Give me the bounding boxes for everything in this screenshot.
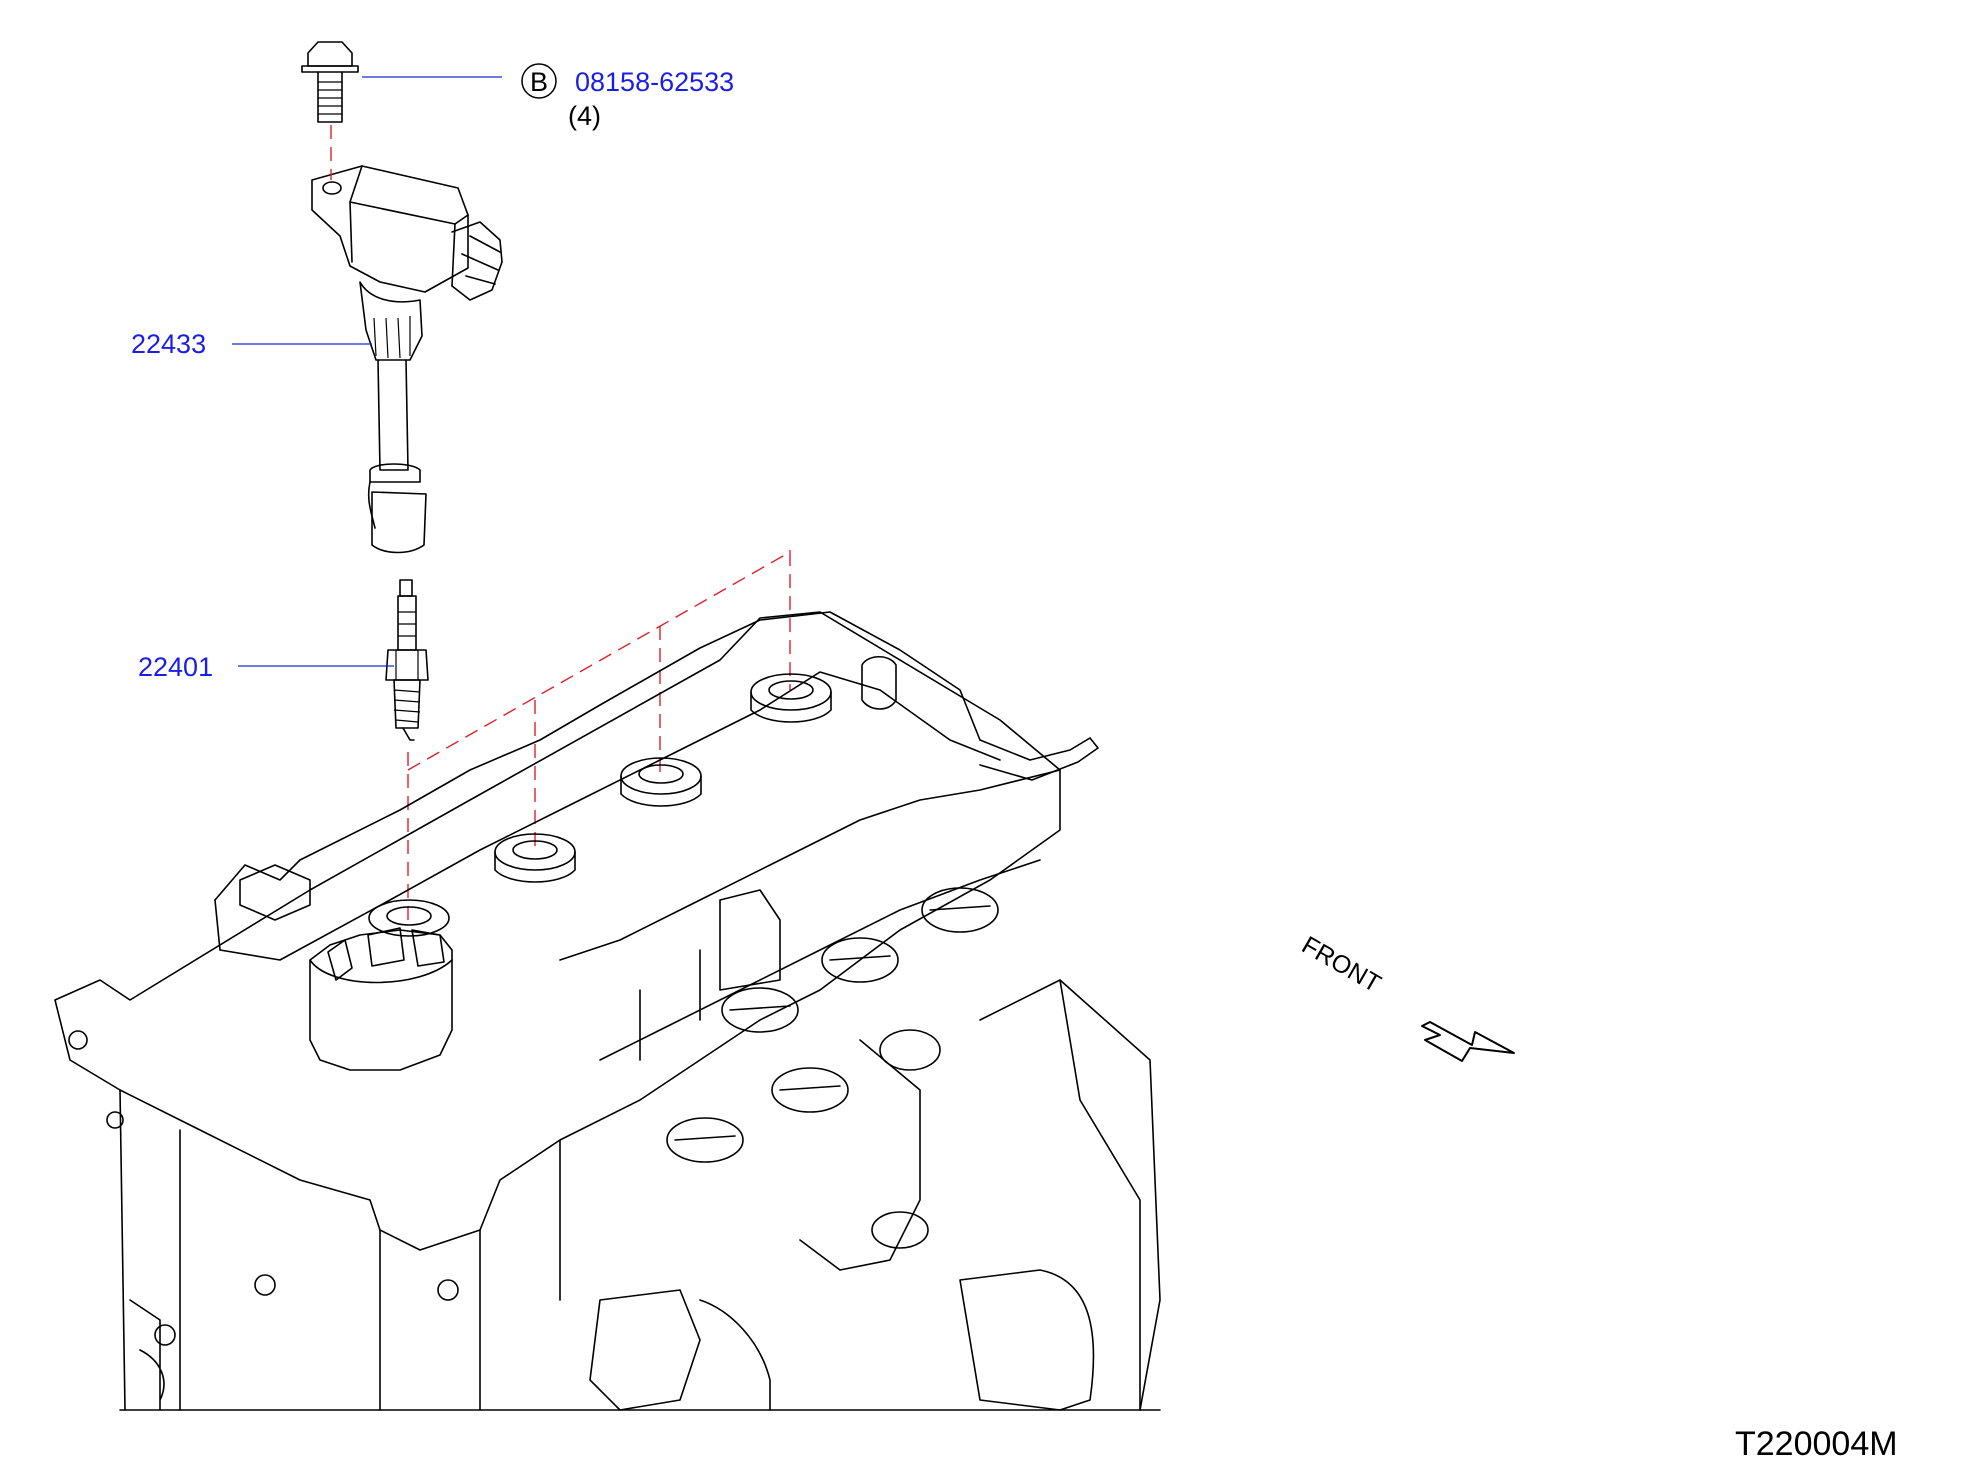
- centerlines: [330, 125, 791, 920]
- front-arrow-icon: [1421, 1021, 1515, 1062]
- callout-bolt[interactable]: B 08158-62533 (4): [521, 63, 734, 131]
- engine-assembly: [54, 611, 1161, 1411]
- leader-lines: [232, 76, 502, 667]
- marker-circle-icon: [521, 63, 557, 99]
- ignition-coil[interactable]: [311, 165, 503, 554]
- front-indicator: FRONT: [1297, 931, 1515, 1062]
- part-number-spark-plug[interactable]: 22401: [138, 652, 213, 682]
- quantity-bolt: (4): [568, 101, 601, 131]
- bolt[interactable]: [301, 41, 359, 123]
- plug-hole-4: [750, 673, 832, 723]
- part-number-bolt[interactable]: 08158-62533: [575, 67, 734, 97]
- front-label: FRONT: [1297, 931, 1386, 998]
- callout-marker: B: [530, 67, 548, 97]
- figure-reference: T220004M: [1735, 1425, 1898, 1463]
- plug-hole-2: [494, 833, 576, 883]
- plug-hole-3: [620, 757, 702, 807]
- spark-plug[interactable]: [385, 579, 429, 741]
- plug-hole-1: [368, 899, 450, 937]
- part-number-ignition-coil[interactable]: 22433: [131, 329, 206, 359]
